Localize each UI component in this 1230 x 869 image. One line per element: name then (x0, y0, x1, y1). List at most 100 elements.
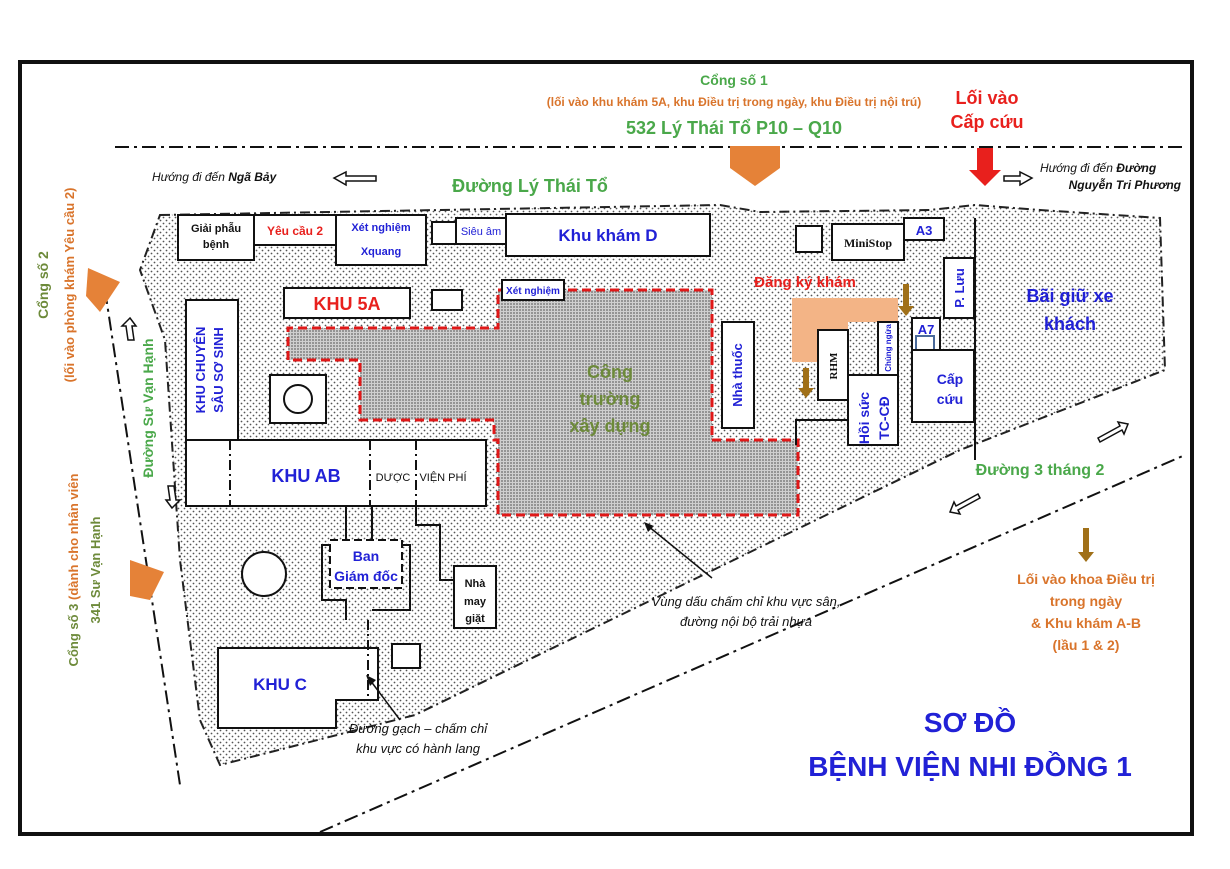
building-nha-thuoc (721, 321, 755, 429)
building-xet-nghiem-xquang (335, 214, 427, 266)
label-nha-may-giat-2: may (464, 596, 487, 608)
label-xet-nghiem-xquang-1: Xét nghiệm (351, 222, 411, 234)
street-su-van-hanh: Đường Sư Vạn Hạnh (140, 338, 156, 477)
building-khu-kham-d (505, 213, 711, 257)
label-khu-c: KHU C (253, 675, 307, 694)
label-khu-chuyen-sau-2: SÂU SƠ SINH (211, 327, 226, 413)
building-hoi-suc (847, 374, 899, 446)
label-chung-ngua: Chủng ngừa (884, 324, 893, 372)
building-rhm (817, 329, 849, 401)
building-a3 (903, 217, 945, 241)
label-a3: A3 (916, 223, 933, 238)
building-ministop (831, 223, 905, 261)
label-tc-cd: TC-CĐ (876, 396, 892, 440)
wall-right (795, 419, 848, 445)
label-giai-phau-2: bệnh (203, 239, 230, 251)
building-xet-nghiem (501, 279, 565, 301)
street-line-su-van-hanh (104, 289, 181, 786)
label-xet-nghiem-xquang-2: Xquang (361, 246, 401, 258)
label-khu-5a: KHU 5A (313, 294, 380, 314)
label-nha-thuoc: Nhà thuốc (730, 343, 745, 407)
note-day-treatment-4: (lầu 1 & 2) (1053, 637, 1120, 653)
street-ly-thai-to: Đường Lý Thái Tổ (452, 176, 608, 196)
gate-1-arrow (730, 146, 780, 186)
pointer-dotted-note (647, 525, 713, 579)
street-line-3-thang-2 (319, 454, 1186, 833)
label-hoi-suc: Hồi sức (856, 392, 872, 444)
pointer-dashdot-head (366, 675, 376, 686)
label-nha-may-giat-3: giặt (465, 613, 485, 625)
construction-site (286, 288, 800, 517)
label-ministop: MiniStop (844, 236, 892, 250)
arrow-to-nga-bay (332, 170, 377, 187)
label-khu-chuyen-sau-1: KHU CHUYÊN (193, 327, 208, 414)
direction-ntp-line1: Hướng đi đến Đường (1040, 161, 1157, 175)
label-cap-cuu-1: Cấp (937, 371, 963, 387)
building-small-2 (795, 225, 823, 253)
label-giai-phau-1: Giải phẫu (191, 222, 241, 235)
note-dashdot-2: khu vực có hành lang (356, 741, 481, 756)
building-khu-ab (185, 439, 487, 507)
gate-2-note: (lối vào phòng khám Yêu cầu 2) (62, 188, 77, 383)
building-nha-may-giat (453, 565, 497, 629)
label-cap-cuu-2: cứu (937, 391, 963, 407)
gate-2-arrow (86, 268, 120, 312)
label-rhm: RHM (828, 352, 840, 380)
building-small-5 (391, 643, 421, 669)
note-day-treatment-3: & Khu khám A-B (1031, 615, 1141, 631)
label-cong-truong-2: trường (580, 389, 641, 409)
label-vien-phi: VIỆN PHÍ (419, 471, 467, 484)
gate-1-title: Cổng số 1 (700, 72, 768, 88)
label-cong-truong-3: xây dựng (569, 416, 650, 436)
pointer-dotted-head (644, 522, 654, 532)
building-ban-giam-doc (329, 539, 403, 589)
arrow-to-ntp (1003, 170, 1034, 187)
street-3-thang-2: Đường 3 tháng 2 (976, 462, 1105, 479)
label-ban-giam-doc-1: Ban (353, 548, 379, 564)
label-khu-ab: KHU AB (271, 466, 340, 486)
label-bai-xe-2: khách (1044, 314, 1096, 334)
corridor-lines (321, 506, 347, 620)
note-day-treatment-2: trong ngày (1050, 593, 1123, 609)
gate-3-address: 341 Sư Vạn Hạnh (88, 516, 103, 623)
arrow-3-thang-2-east (1097, 420, 1130, 444)
label-sieu-am: Siêu âm (461, 226, 501, 238)
label-khu-kham-d: Khu khám D (558, 226, 657, 245)
emergency-entrance-line1: Lối vào (955, 88, 1018, 108)
label-yeu-cau-2: Yêu cầu 2 (267, 224, 323, 238)
gate-3-label: Cổng số 3 (dành cho nhân viên (66, 474, 81, 667)
label-duoc: DƯỢC (376, 472, 411, 484)
label-p-luu: P. Lưu (952, 268, 967, 308)
note-dashdot-1: Đường gạch – chấm chỉ (349, 721, 488, 736)
arrow-su-van-hanh-south (164, 485, 182, 510)
label-a7: A7 (918, 322, 935, 337)
fountain-1 (283, 384, 313, 414)
label-cong-truong-1: Công (587, 362, 633, 382)
building-giai-phau-benh (177, 214, 255, 261)
brown-arrow-1 (898, 284, 914, 316)
direction-ntp-line2: Nguyễn Tri Phương (1069, 177, 1182, 192)
note-dotted-2: đường nội bộ trải nhựa (680, 614, 812, 629)
building-khu-chuyen-sau (185, 299, 239, 441)
building-small-1 (431, 221, 457, 245)
gate-2-title: Cổng số 2 (35, 251, 51, 319)
arrow-3-thang-2-west (948, 492, 981, 516)
pointer-dashdot-note (369, 679, 401, 721)
building-yeu-cau-2 (253, 214, 337, 246)
brown-arrow-3 (1078, 528, 1094, 562)
note-day-treatment-1: Lối vào khoa Điều trị (1017, 571, 1155, 587)
corridor-lines-2 (371, 506, 411, 611)
map-title-line2: BỆNH VIỆN NHI ĐỒNG 1 (808, 751, 1132, 782)
label-bai-xe-1: Bãi giữ xe (1026, 286, 1113, 306)
emergency-arrow (969, 148, 1001, 186)
map-title-line1: SƠ ĐỒ (924, 707, 1016, 738)
gate-1-address: 532 Lý Thái Tổ P10 – Q10 (626, 118, 842, 138)
gate-3-arrow (130, 560, 164, 600)
gate-1-note: (lối vào khu khám 5A, khu Điều trị trong… (547, 95, 921, 109)
building-khu-c (217, 647, 379, 729)
wall-ab-south (415, 506, 454, 581)
building-khu-5a (283, 287, 411, 319)
label-dang-ky-kham: Đăng ký khám (754, 274, 856, 291)
label-xet-nghiem: Xét nghiệm (506, 286, 560, 297)
